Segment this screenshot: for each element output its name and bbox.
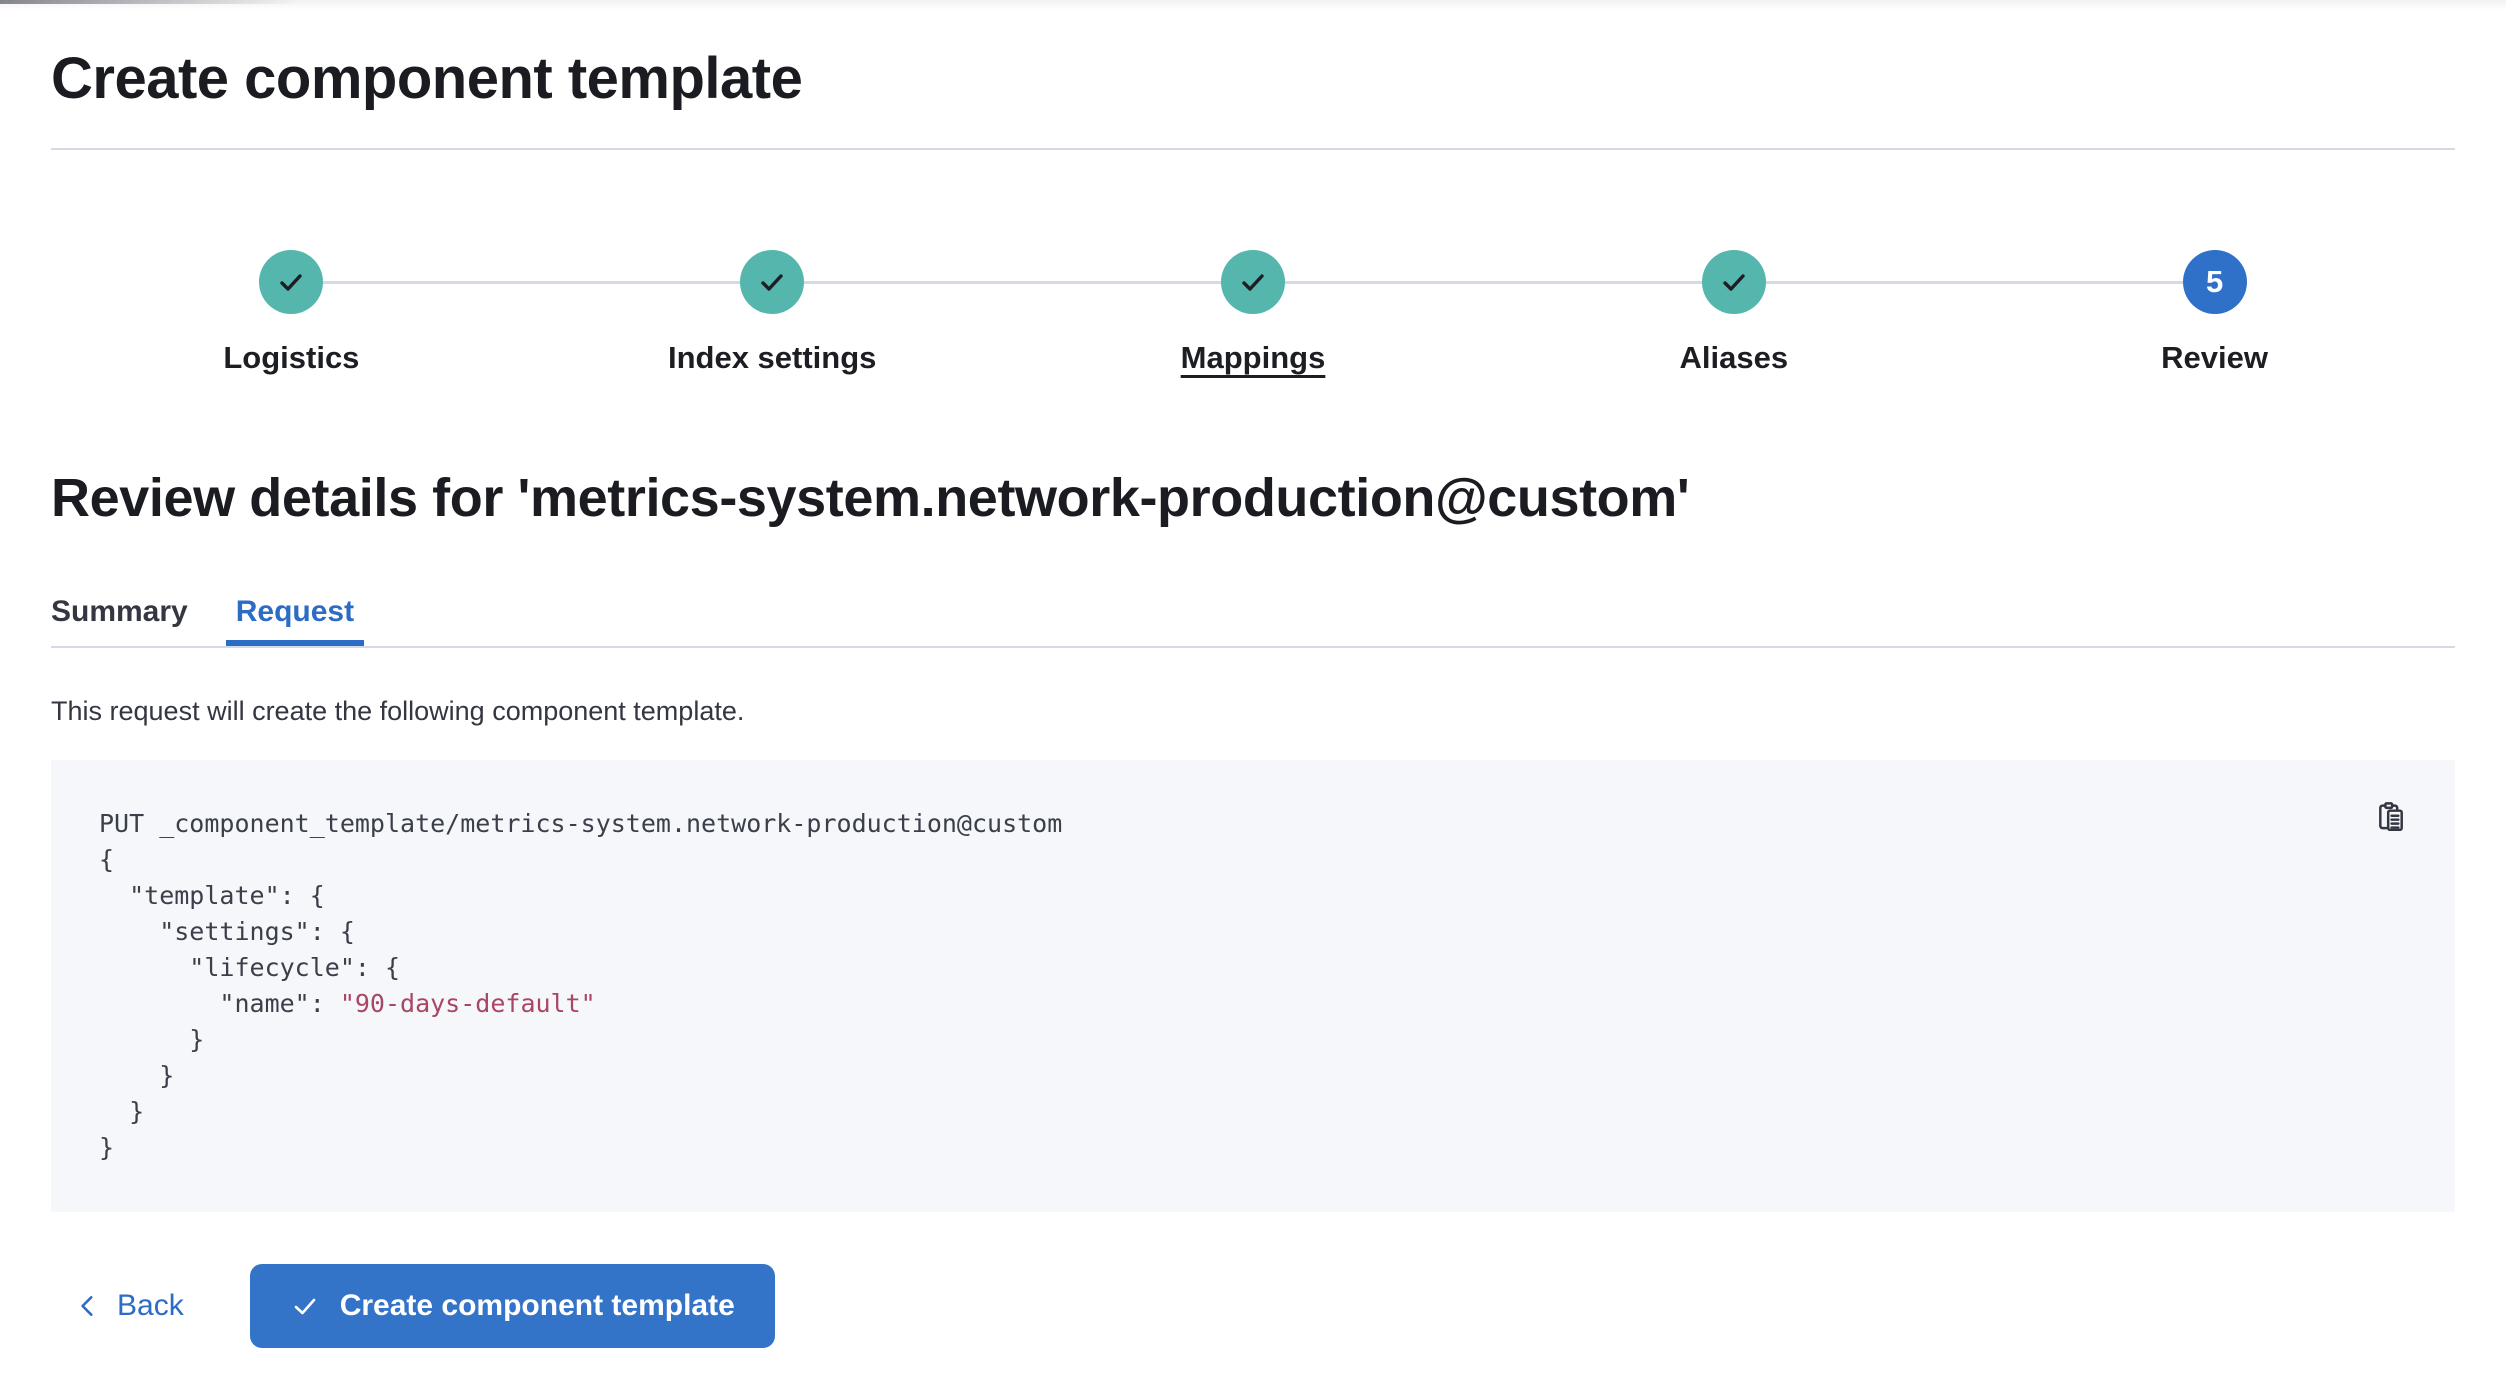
- review-heading: Review details for 'metrics-system.netwo…: [51, 467, 1690, 528]
- tab-summary[interactable]: Summary: [41, 594, 198, 646]
- create-component-template-button-label: Create component template: [339, 1289, 735, 1323]
- request-code-block: PUT _component_template/metrics-system.n…: [51, 760, 2455, 1213]
- step-complete-check-icon: [740, 249, 805, 314]
- step-complete-check-icon: [1701, 249, 1766, 314]
- back-button-label: Back: [117, 1289, 184, 1323]
- copy-clipboard-icon: [2373, 800, 2409, 836]
- step-complete-check-icon: [1220, 249, 1285, 314]
- step-complete-check-icon: [259, 249, 324, 314]
- code-line: }: [99, 1025, 205, 1055]
- step-index-settings[interactable]: Index settings: [532, 249, 1013, 376]
- page-title: Create component template: [51, 46, 803, 111]
- check-icon: [290, 1291, 320, 1321]
- step-number-badge: 5: [2182, 249, 2247, 314]
- step-label: Review: [2161, 339, 2268, 375]
- code-line: }: [99, 1133, 115, 1163]
- create-component-template-button[interactable]: Create component template: [249, 1264, 775, 1349]
- code-line: "lifecycle": {: [99, 953, 401, 983]
- create-component-template-page: Create component template Logistics Index…: [51, 46, 2455, 1349]
- back-button[interactable]: Back: [51, 1264, 208, 1348]
- chevron-left-icon: [75, 1293, 101, 1319]
- request-code: PUT _component_template/metrics-system.n…: [99, 806, 2335, 1166]
- tab-request[interactable]: Request: [226, 594, 364, 646]
- step-label: Mappings: [1180, 339, 1326, 375]
- step-mappings[interactable]: Mappings: [1013, 249, 1494, 376]
- step-label: Logistics: [223, 339, 360, 375]
- code-line: }: [99, 1061, 175, 1091]
- wizard-footer: Back Create component template: [51, 1264, 2455, 1349]
- copy-to-clipboard-button[interactable]: [2369, 796, 2413, 840]
- code-line: "template": {: [99, 881, 325, 911]
- step-aliases[interactable]: Aliases: [1493, 249, 1974, 376]
- title-divider: [51, 147, 2455, 150]
- step-logistics[interactable]: Logistics: [51, 249, 532, 376]
- request-description: This request will create the following c…: [51, 696, 745, 727]
- code-line: }: [99, 1097, 145, 1127]
- step-label: Index settings: [667, 339, 877, 375]
- step-label: Aliases: [1679, 339, 1789, 375]
- code-line: {: [99, 845, 115, 875]
- code-line: PUT _component_template/metrics-system.n…: [99, 809, 1063, 839]
- code-line: "name": "90-days-default": [99, 989, 596, 1019]
- code-line: "settings": {: [99, 917, 355, 947]
